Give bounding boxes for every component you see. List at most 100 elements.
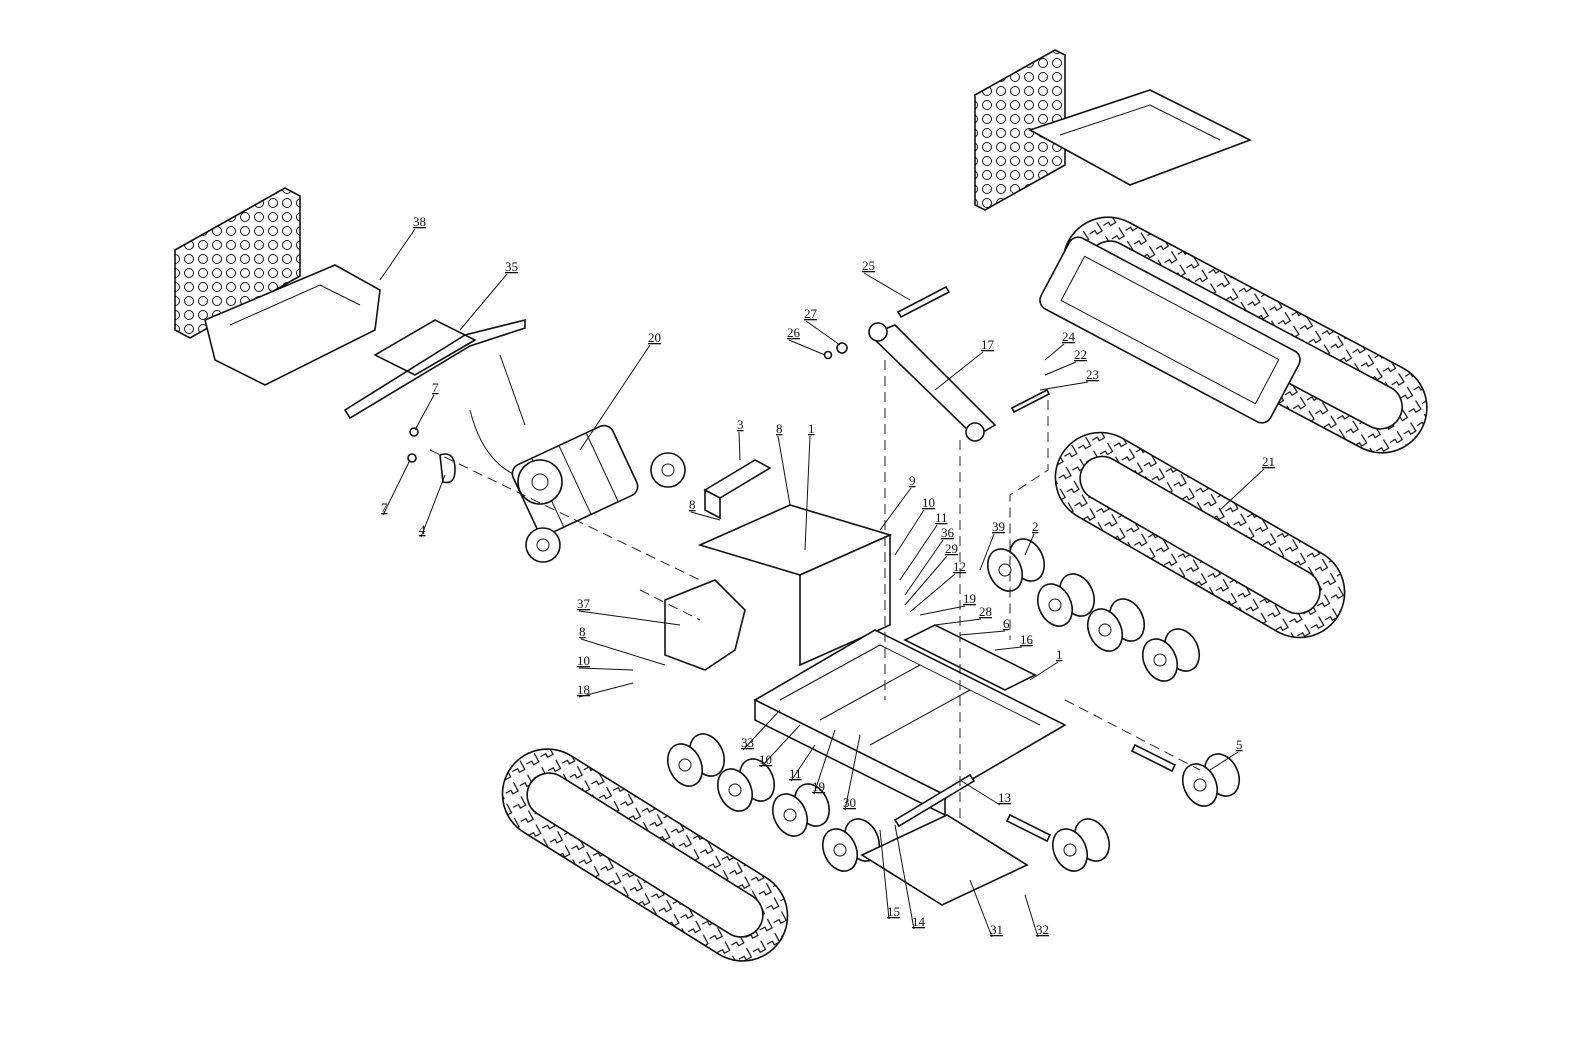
roller-wheel: [771, 783, 831, 837]
callout-label-36: 36: [941, 525, 955, 540]
callout-label-29: 29: [945, 541, 958, 556]
callout-label-20: 20: [648, 330, 661, 345]
callout-label-17: 17: [981, 337, 995, 352]
part-gearbox-20: [469, 354, 686, 563]
callout-leader-line: [904, 555, 948, 606]
callout-leader-line: [959, 630, 1006, 636]
callout-leader-line: [919, 605, 966, 616]
callout-label-28: 28: [979, 604, 992, 619]
callout-label-38: 38: [413, 214, 426, 229]
callout-leader-line: [580, 638, 666, 666]
callout-leader-line: [1039, 381, 1089, 391]
callout-leader-line: [760, 724, 801, 768]
callout-leader-line: [790, 744, 816, 782]
callout-leader-line: [742, 709, 781, 751]
roller-wheel: [1051, 818, 1111, 872]
callout-label-9: 9: [909, 473, 916, 488]
callout-label-25: 25: [862, 258, 875, 273]
part-shaft-13: [893, 773, 976, 828]
callout-label-7: 7: [432, 380, 439, 395]
callout-leader-line: [934, 618, 982, 626]
callout-label-18: 18: [577, 682, 590, 697]
callout-leader-line: [1219, 468, 1265, 511]
callout-label-10: 10: [577, 653, 590, 668]
callout-label-19: 19: [812, 779, 825, 794]
callout-leader-line: [1029, 661, 1059, 681]
callout-label-32: 32: [1036, 922, 1049, 937]
callout-label-23: 23: [1086, 367, 1099, 382]
callout-leader-line: [979, 533, 995, 571]
callout-label-33: 33: [741, 735, 754, 750]
callout-label-12: 12: [953, 559, 966, 574]
roller-wheel: [666, 733, 726, 787]
callout-leader-line: [879, 487, 912, 531]
callout-label-27: 27: [804, 306, 818, 321]
callout-leader-line: [969, 879, 993, 938]
callout-leader-line: [934, 351, 984, 391]
callout-leader-line: [578, 682, 634, 698]
callout-leader-line: [420, 474, 446, 538]
roller-wheel: [1181, 753, 1241, 807]
callout-leader-line: [459, 273, 508, 331]
callout-label-6: 6: [1003, 616, 1010, 631]
callout-leader-line: [879, 829, 890, 920]
part-bracket-35: [343, 318, 526, 420]
part-pin-23: [1010, 388, 1051, 414]
part-seat-38: [174, 187, 381, 386]
callout-leader-line: [863, 272, 911, 301]
part-frame: [697, 504, 1067, 817]
callout-leader-line: [844, 734, 861, 811]
callout-label-8: 8: [689, 497, 696, 512]
callout-label-16: 16: [1020, 632, 1034, 647]
callout-label-11: 11: [935, 510, 948, 525]
callout-leader-line: [894, 824, 915, 930]
callout-label-3: 3: [737, 417, 744, 432]
callout-label-10: 10: [759, 752, 772, 767]
part-axle-5: [1130, 743, 1177, 773]
callout-leader-line: [804, 435, 811, 551]
part-arm-17: [868, 322, 997, 442]
callout-leader-line: [738, 431, 741, 461]
callout-leader-line: [813, 729, 836, 795]
rollers: [666, 538, 1241, 872]
callout-label-2: 2: [1032, 519, 1039, 534]
callout-leader-line: [805, 320, 841, 346]
callout-label-22: 22: [1074, 347, 1087, 362]
callout-label-14: 14: [912, 914, 926, 929]
callout-leader-line: [379, 228, 416, 281]
callout-leader-line: [579, 344, 651, 451]
callout-leader-line: [578, 610, 681, 626]
callout-leader-line: [788, 339, 826, 356]
roller-wheel: [1036, 573, 1096, 627]
callout-leader-line: [1044, 343, 1065, 361]
callout-leader-line: [382, 459, 411, 516]
callout-label-35: 35: [505, 259, 518, 274]
callout-label-4: 4: [419, 522, 426, 537]
part-clamp-4: [439, 453, 456, 484]
callout-leader-line: [777, 435, 791, 506]
callout-label-8: 8: [776, 421, 783, 436]
part-nut-26: [823, 350, 833, 360]
callout-label-13: 13: [998, 790, 1011, 805]
part-washer-27: [836, 342, 848, 354]
callout-label-19: 19: [963, 591, 976, 606]
callout-leader-line: [894, 509, 925, 556]
callout-leader-line: [994, 646, 1023, 651]
part-nut-7: [409, 427, 419, 437]
callout-leader-line: [414, 394, 435, 431]
callout-label-7: 7: [381, 500, 388, 515]
part-pin-25: [896, 285, 951, 319]
roller-wheel: [1086, 598, 1146, 652]
part-track-left: [501, 748, 789, 962]
part-plate-3: [703, 459, 772, 520]
roller-wheel: [986, 538, 1046, 592]
callout-label-37: 37: [577, 596, 591, 611]
roller-wheel: [1141, 628, 1201, 682]
callout-label-1: 1: [808, 421, 815, 436]
callout-label-11: 11: [789, 766, 802, 781]
callout-label-1: 1: [1056, 647, 1063, 662]
callout-leader-line: [899, 524, 938, 581]
